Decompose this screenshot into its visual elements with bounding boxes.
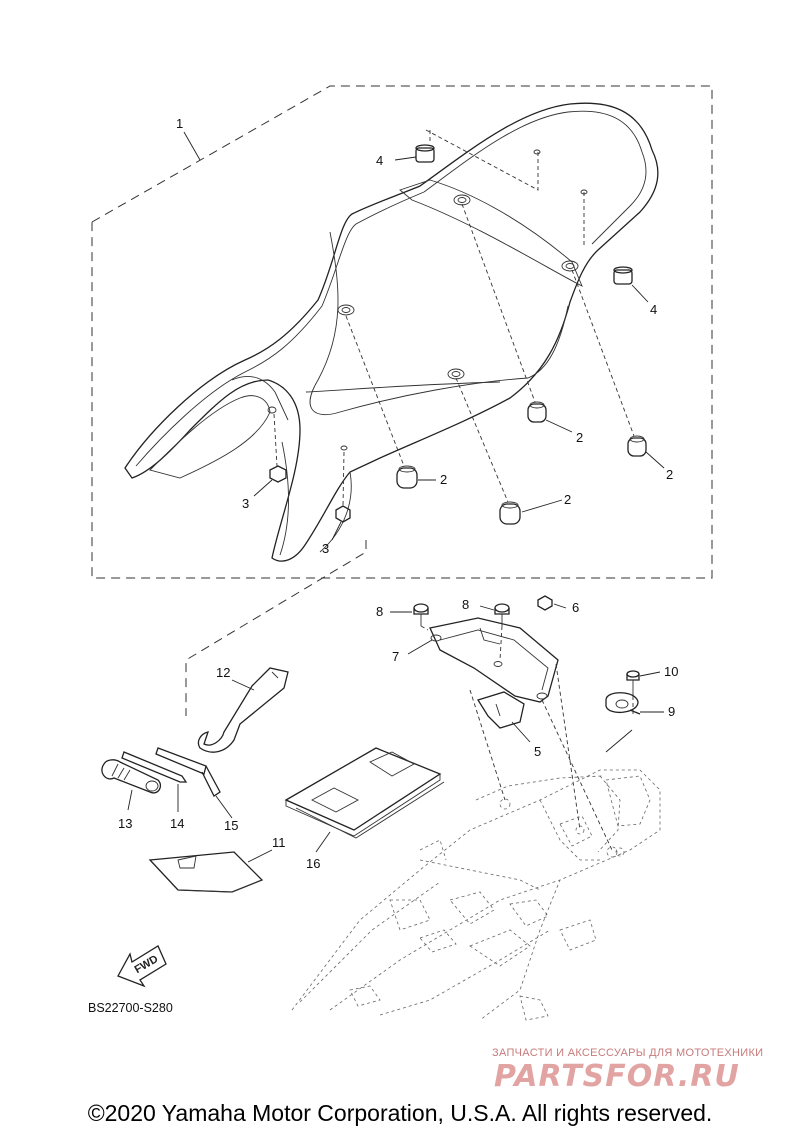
diagram-code: BS22700-S280: [88, 1001, 173, 1015]
callout-5: 5: [534, 744, 541, 759]
callout-1: 1: [176, 116, 183, 131]
callout-2-a: 2: [576, 430, 583, 445]
callout-16: 16: [306, 856, 320, 871]
callout-11: 11: [272, 835, 286, 850]
wrench-12: [197, 667, 289, 753]
seat-assembly-boundary: [91, 85, 713, 579]
fwd-arrow-icon: FWD: [117, 945, 167, 988]
hex-wrench-15: [155, 747, 221, 797]
hook-bracket-5: [477, 691, 525, 729]
callout-8-b: 8: [462, 597, 469, 612]
screwdriver-bit-14: [121, 751, 188, 783]
rear-frame: [291, 769, 661, 1021]
bolt-10: [626, 670, 640, 696]
damper-2-a: [527, 401, 547, 423]
nut-3-a: [269, 465, 287, 483]
copyright-notice: ©2020 Yamaha Motor Corporation, U.S.A. A…: [87, 1100, 713, 1126]
callout-8-a: 8: [376, 604, 383, 619]
callout-3-a: 3: [242, 496, 249, 511]
damper-2-b: [627, 435, 647, 457]
damper-2-d: [499, 501, 521, 525]
callout-7: 7: [392, 649, 399, 664]
callout-2-c: 2: [440, 472, 447, 487]
seat: [124, 102, 659, 562]
watermark-tagline: ЗАПЧАСТИ И АКСЕССУАРЫ ДЛЯ МОТОТЕХНИКИ: [492, 1047, 763, 1059]
clamp-9: [605, 692, 641, 715]
callout-15: 15: [224, 818, 238, 833]
callout-9: 9: [668, 704, 675, 719]
nut-6: [537, 595, 553, 611]
callout-10: 10: [664, 664, 678, 679]
tool-bag-11: [148, 851, 264, 893]
owners-manual-16: [284, 747, 445, 839]
damper-4-top: [415, 144, 435, 163]
damper-4-right: [613, 266, 633, 285]
seat-lock-bracket-7: [429, 617, 559, 703]
callout-4-right: 4: [650, 302, 657, 317]
nut-3-b: [335, 505, 351, 523]
callout-6: 6: [572, 600, 579, 615]
callout-4-top: 4: [376, 153, 383, 168]
callout-2-b: 2: [666, 467, 673, 482]
callout-2-d: 2: [564, 492, 571, 507]
bolt-8-b: [494, 603, 510, 626]
callout-3-b: 3: [322, 541, 329, 556]
bolt-8-a: [413, 603, 429, 626]
watermark-logo: PARTSFOR.RU: [494, 1059, 740, 1094]
screwdriver-13: [101, 759, 162, 794]
fwd-label: FWD: [133, 953, 161, 976]
callout-12: 12: [216, 665, 230, 680]
damper-2-c: [396, 465, 418, 489]
callout-13: 13: [118, 816, 132, 831]
callout-14: 14: [170, 816, 184, 831]
